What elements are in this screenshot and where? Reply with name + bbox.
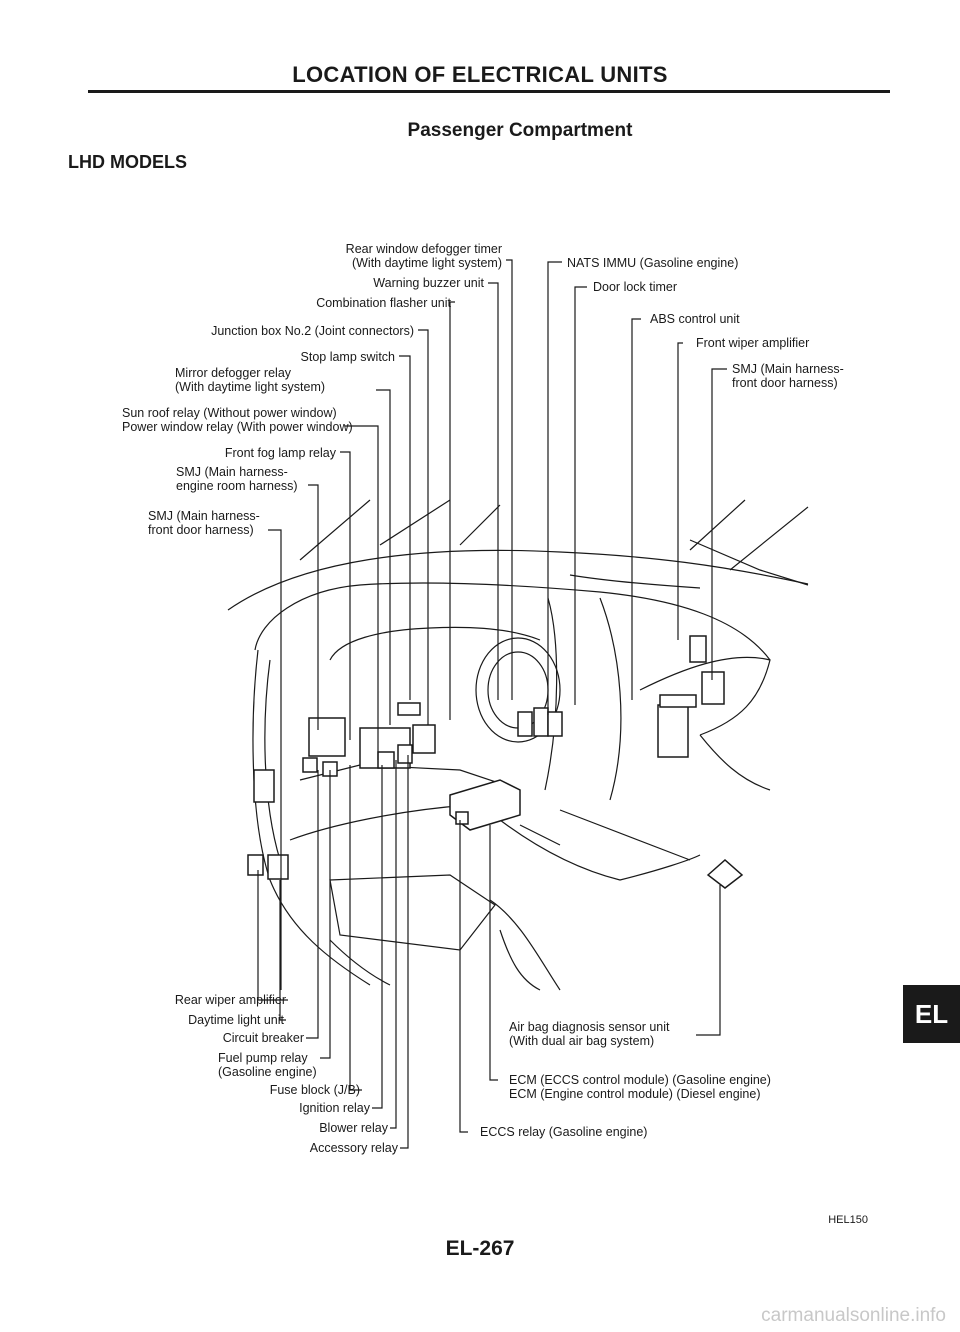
label-fuse-block: Fuse block (J/B)	[269, 1083, 360, 1097]
label-daytime-light-unit: Daytime light unit	[188, 1013, 284, 1027]
label-sun-roof-power-window-relay: Sun roof relay (Without power window) Po…	[122, 406, 353, 434]
section-tab[interactable]: EL	[903, 985, 960, 1043]
figure-id: HEL150	[828, 1214, 868, 1226]
label-rear-wiper-amplifier: Rear wiper amplifier	[174, 993, 286, 1007]
models-heading: LHD MODELS	[68, 152, 187, 172]
label-nats-immu: NATS IMMU (Gasoline engine)	[567, 256, 739, 270]
label-smj-front-door-harness-left: SMJ (Main harness- front door harness)	[148, 509, 260, 537]
label-abs-control-unit: ABS control unit	[650, 312, 740, 326]
leaders-bottom-right	[459, 820, 721, 1133]
label-door-lock-timer: Door lock timer	[593, 280, 678, 294]
leaders-top-left	[268, 259, 513, 990]
label-rear-window-defogger-timer: Rear window defogger timer (With daytime…	[345, 242, 502, 270]
label-ignition-relay: Ignition relay	[299, 1101, 370, 1115]
label-accessory-relay: Accessory relay	[309, 1141, 398, 1155]
label-mirror-defogger-relay: Mirror defogger relay (With daytime ligh…	[175, 366, 326, 394]
label-air-bag-diagnosis-sensor-unit: Air bag diagnosis sensor unit (With dual…	[509, 1020, 670, 1048]
watermark: carmanualsonline.info	[761, 1305, 946, 1326]
label-blower-relay: Blower relay	[319, 1121, 388, 1135]
components	[247, 635, 744, 889]
label-combination-flasher-unit: Combination flasher unit	[316, 296, 451, 310]
label-ecm: ECM (ECCS control module) (Gasoline engi…	[509, 1073, 771, 1101]
label-circuit-breaker: Circuit breaker	[222, 1031, 304, 1045]
label-eccs-relay: ECCS relay (Gasoline engine)	[480, 1125, 648, 1139]
page-number: EL-267	[445, 1237, 515, 1260]
page-title: LOCATION OF ELECTRICAL UNITS	[292, 62, 668, 87]
dashboard-outline	[227, 499, 809, 991]
label-front-fog-lamp-relay: Front fog lamp relay	[224, 446, 336, 460]
label-junction-box-no2: Junction box No.2 (Joint connectors)	[211, 324, 414, 338]
label-smj-engine-room-harness: SMJ (Main harness- engine room harness)	[176, 465, 298, 493]
label-stop-lamp-switch: Stop lamp switch	[300, 350, 395, 364]
label-smj-front-door-harness-right: SMJ (Main harness- front door harness)	[732, 362, 844, 390]
title-rule	[88, 90, 890, 93]
section-title: Passenger Compartment	[407, 120, 633, 141]
label-fuel-pump-relay: Fuel pump relay (Gasoline engine)	[218, 1051, 317, 1079]
leaders-top-right	[547, 261, 727, 715]
label-warning-buzzer-unit: Warning buzzer unit	[373, 276, 484, 290]
leaders-bottom-left	[257, 755, 409, 1149]
label-front-wiper-amplifier: Front wiper amplifier	[696, 336, 810, 350]
